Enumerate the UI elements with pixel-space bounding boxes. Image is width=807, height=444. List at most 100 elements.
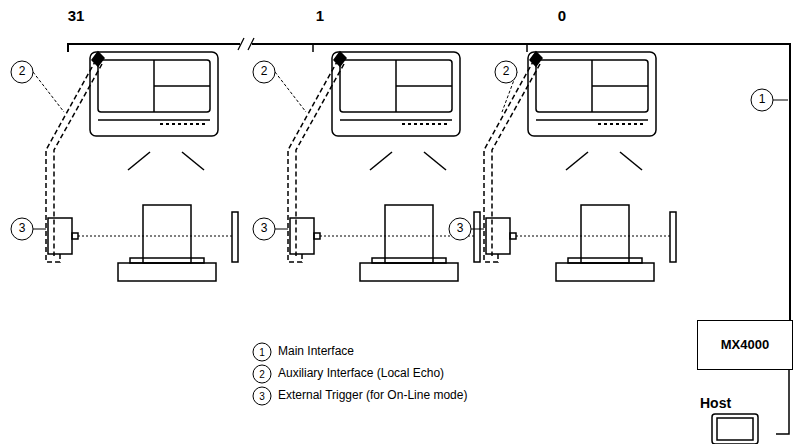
connector-line: [776, 370, 789, 434]
vent-slot: [408, 123, 411, 125]
vent-slot: [432, 123, 435, 125]
scan-beam: [370, 152, 392, 170]
photocell-lens: [72, 233, 78, 239]
conveyor-top: [372, 258, 446, 263]
reflector: [670, 212, 676, 262]
drop-line: [312, 44, 314, 52]
vent-slot: [166, 123, 169, 125]
photocell-lens: [314, 233, 320, 239]
vent-slot: [414, 123, 417, 125]
vent-slot: [196, 123, 199, 125]
callout-number: 2: [503, 65, 510, 78]
package: [385, 205, 433, 263]
trigger-beam: [78, 236, 232, 237]
scanner-window: [536, 60, 648, 112]
callout-number: 2: [259, 369, 265, 380]
vent-slot: [172, 123, 175, 125]
bus-break: [240, 38, 252, 50]
callout-number: 3: [19, 222, 26, 235]
callout-number: 3: [261, 222, 268, 235]
housing-rib: [340, 119, 452, 121]
conveyor-base: [118, 263, 216, 281]
vent-slot: [610, 123, 613, 125]
trigger-cable: [492, 64, 540, 256]
trigger-cable: [296, 64, 344, 256]
housing-divider: [396, 85, 452, 87]
callout-circle: [11, 61, 33, 83]
photocell-lens: [510, 233, 516, 239]
scanner-housing: [90, 52, 218, 136]
box-label: MX4000: [721, 338, 769, 352]
callout-circle: [253, 61, 275, 83]
scanner-station: [33, 52, 238, 281]
callout-circle: [253, 387, 271, 405]
vent-slot: [438, 123, 441, 125]
vent-slot: [190, 123, 193, 125]
callout-circle: [253, 343, 271, 361]
leader-line: [773, 100, 788, 101]
drop-line: [526, 44, 528, 52]
callout-circle: [751, 89, 773, 111]
vent-slot: [402, 123, 405, 125]
housing-rib: [536, 119, 648, 121]
leader-line: [33, 72, 64, 112]
legend-text: Main Interface: [278, 345, 354, 358]
conveyor-base: [556, 263, 654, 281]
vent-slot: [616, 123, 619, 125]
vent-slot: [202, 123, 205, 125]
vent-slot: [178, 123, 181, 125]
scan-beam: [424, 152, 446, 170]
legend-text: External Trigger (for On-Line mode): [278, 389, 467, 402]
reflector: [232, 212, 238, 262]
scanner-station: [275, 52, 480, 281]
housing-divider: [154, 85, 210, 87]
monitor-screen: [717, 418, 753, 440]
vent-slot: [634, 123, 637, 125]
vent-slot: [160, 123, 163, 125]
bus-break: [248, 38, 254, 50]
leader-line: [471, 229, 484, 230]
station-address: 0: [558, 8, 566, 25]
callout-number: 2: [261, 65, 268, 78]
conveyor-base: [360, 263, 458, 281]
vent-slot: [604, 123, 607, 125]
photocell: [290, 218, 314, 254]
callout-number: 1: [759, 93, 766, 106]
scanner-station: [484, 52, 676, 281]
station-address: 31: [68, 8, 85, 25]
vent-slot: [598, 123, 601, 125]
callout-circle: [449, 218, 471, 240]
host-computer: Host: [690, 396, 776, 444]
leader-line: [33, 229, 46, 230]
scanner-housing: [528, 52, 656, 136]
housing-divider: [592, 85, 648, 87]
vent-slot: [426, 123, 429, 125]
scan-beam: [566, 152, 588, 170]
station-address: 1: [316, 8, 324, 25]
callout-number: 2: [19, 65, 26, 78]
callout-circle: [253, 218, 275, 240]
scan-beam: [620, 152, 642, 170]
photocell: [48, 218, 72, 254]
controller-box: MX4000: [697, 320, 793, 370]
vent-slot: [628, 123, 631, 125]
scan-beam: [182, 152, 204, 170]
scanner-window: [340, 60, 452, 112]
vent-slot: [420, 123, 423, 125]
reflector: [474, 212, 480, 262]
leader-line: [275, 72, 306, 112]
bus-break: [238, 38, 244, 50]
callout-circle: [253, 365, 271, 383]
callout-number: 3: [457, 222, 464, 235]
package: [143, 205, 191, 263]
scan-beam: [128, 152, 150, 170]
scanner-window: [98, 60, 210, 112]
trigger-beam: [516, 236, 670, 237]
housing-rib: [98, 119, 210, 121]
conveyor-top: [130, 258, 204, 263]
vent-slot: [184, 123, 187, 125]
vent-slot: [640, 123, 643, 125]
vent-slot: [444, 123, 447, 125]
main-interface-line: [68, 44, 790, 320]
vent-slot: [622, 123, 625, 125]
